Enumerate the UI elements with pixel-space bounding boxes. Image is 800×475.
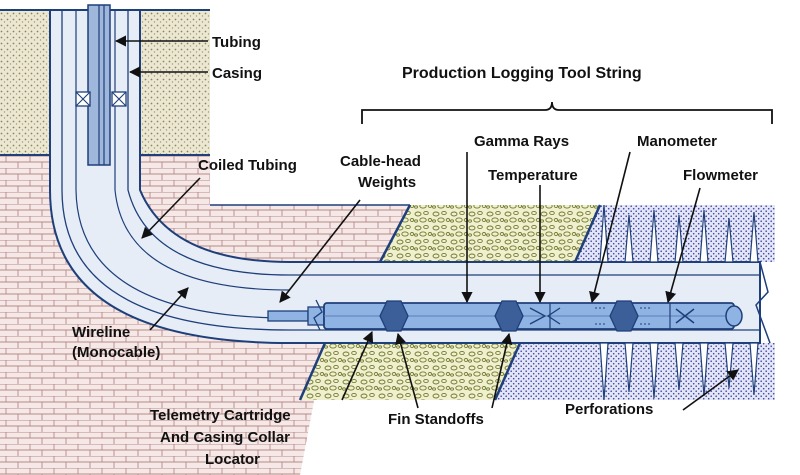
gamma-rays-label: Gamma Rays [474,133,569,150]
weights-label: Weights [358,174,416,191]
fin-standoff-1 [379,300,409,332]
surface-formation-right [140,10,210,155]
coiled-tubing [75,10,310,319]
fin-standoff-3 [609,300,639,332]
packer-left-x [75,91,91,107]
manometer-label: Manometer [637,133,717,150]
telemetry-label-1: Telemetry Cartridge [150,407,291,424]
zone-line-3 [298,342,327,401]
packer-right-x [111,91,127,107]
flow-marks [595,307,652,325]
casing-label: Casing [212,65,262,82]
leader-arrows [114,35,739,411]
coiled-tubing-label: Coiled Tubing [198,157,297,174]
casing-outer [49,9,761,344]
flowmeter-label: Flowmeter [683,167,758,184]
casing-inner-line-2 [127,10,760,276]
fin-standoff-2 [494,300,524,332]
tubing-label: Tubing [212,34,261,51]
zone-line-2 [573,204,602,263]
tool-string-title: Production Logging Tool String [402,65,642,82]
telemetry-label-2: And Casing Collar [160,429,290,446]
break-mark [313,299,323,331]
perforations-label: Perforations [565,401,653,418]
casing-end-break [755,261,771,344]
tool-string-bracket [361,101,773,124]
cable-head [267,310,309,322]
fin-standoffs-label: Fin Standoffs [388,411,484,428]
flowmeter-spinner [675,308,695,324]
blue-zone-lower [495,343,775,400]
tool-nose [725,305,743,327]
temperature-sensor [529,307,561,325]
telemetry-label-3: Locator [205,451,260,468]
casing-inner-line-1 [61,10,760,331]
perforations-lower [599,342,759,401]
sand-zone-lower [300,343,520,400]
cable-head-label: Cable-head [340,153,421,170]
wireline-label: Wireline [72,324,130,341]
sand-zone-upper [380,205,600,262]
blue-zone-upper [575,205,775,262]
perforations-upper [599,204,759,263]
zone-line-4 [493,342,522,401]
monocable-label: (Monocable) [72,344,160,361]
temperature-label: Temperature [488,167,578,184]
coiled-tubing-2 [114,10,291,291]
zone-line-1 [378,204,412,263]
